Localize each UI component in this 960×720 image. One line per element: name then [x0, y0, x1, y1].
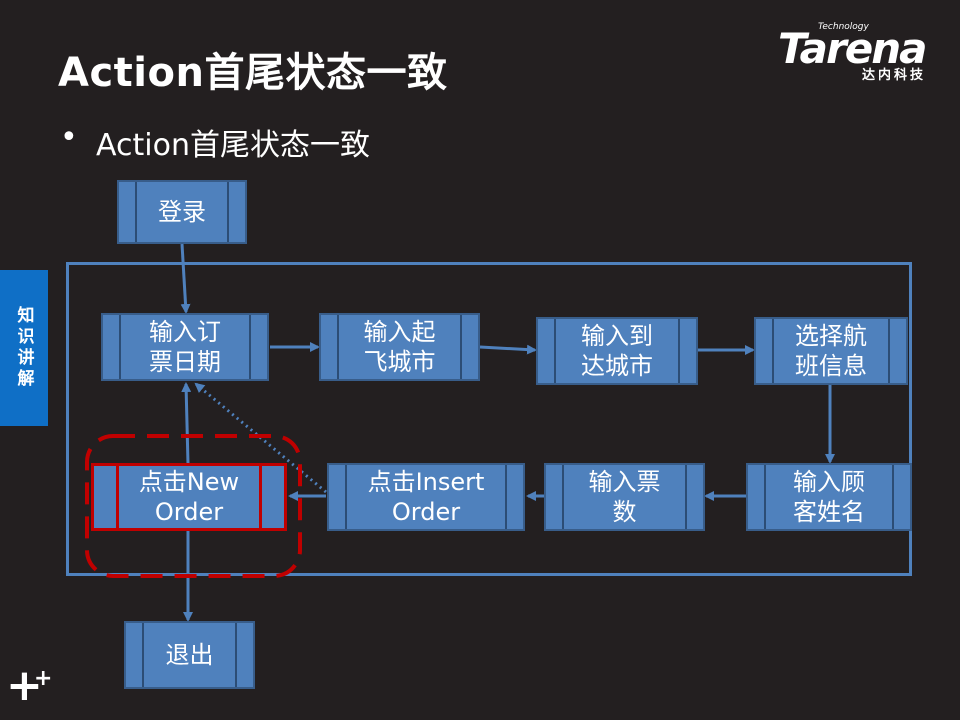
- node-login[interactable]: 登录: [117, 180, 247, 244]
- node-input-to-label: 输入到 达城市: [581, 322, 653, 380]
- node-input-date-label: 输入订 票日期: [149, 318, 221, 376]
- bullet-dot: •: [60, 120, 78, 155]
- plus-small-icon: +: [34, 666, 53, 691]
- node-input-name[interactable]: 输入顾 客姓名: [746, 463, 912, 531]
- side-tab-label: 知识讲解: [13, 306, 34, 390]
- node-input-count-label: 输入票 数: [588, 468, 661, 526]
- arrow-from-to-to: [479, 344, 537, 355]
- node-choose-flight-label: 选择航 班信息: [795, 322, 867, 380]
- node-input-count[interactable]: 输入票 数: [544, 463, 705, 531]
- node-login-label: 登录: [158, 198, 206, 226]
- plus-icon: +: [6, 660, 43, 711]
- arrow-new-to-date: [181, 382, 192, 465]
- node-input-to[interactable]: 输入到 达城市: [536, 317, 698, 385]
- arrow-login-to-date: [180, 243, 191, 314]
- flow-frame: [66, 262, 912, 576]
- tarena-logo: Tarena Technology 达内科技: [778, 22, 948, 84]
- node-click-new[interactable]: 点击New Order: [91, 463, 287, 531]
- node-click-insert[interactable]: 点击Insert Order: [327, 463, 525, 531]
- node-logout-label: 退出: [165, 641, 214, 669]
- side-tab[interactable]: 知识讲解: [0, 270, 48, 426]
- page-title: Action首尾状态一致: [58, 50, 448, 96]
- logo-tagline: Technology: [818, 22, 869, 32]
- highlight-dashed-box: [85, 434, 302, 578]
- node-input-date[interactable]: 输入订 票日期: [101, 313, 269, 381]
- bullet-text: Action首尾状态一致: [96, 128, 370, 163]
- logo-brand: Tarena: [778, 24, 927, 73]
- node-click-insert-label: 点击Insert Order: [367, 468, 485, 526]
- logo-subtitle: 达内科技: [862, 68, 927, 83]
- node-input-from-label: 输入起 飞城市: [363, 318, 436, 376]
- node-click-new-label: 点击New Order: [138, 468, 240, 526]
- node-input-name-label: 输入顾 客姓名: [793, 468, 865, 526]
- node-choose-flight[interactable]: 选择航 班信息: [754, 317, 908, 385]
- node-input-from[interactable]: 输入起 飞城市: [319, 313, 480, 381]
- node-logout[interactable]: 退出: [124, 621, 255, 689]
